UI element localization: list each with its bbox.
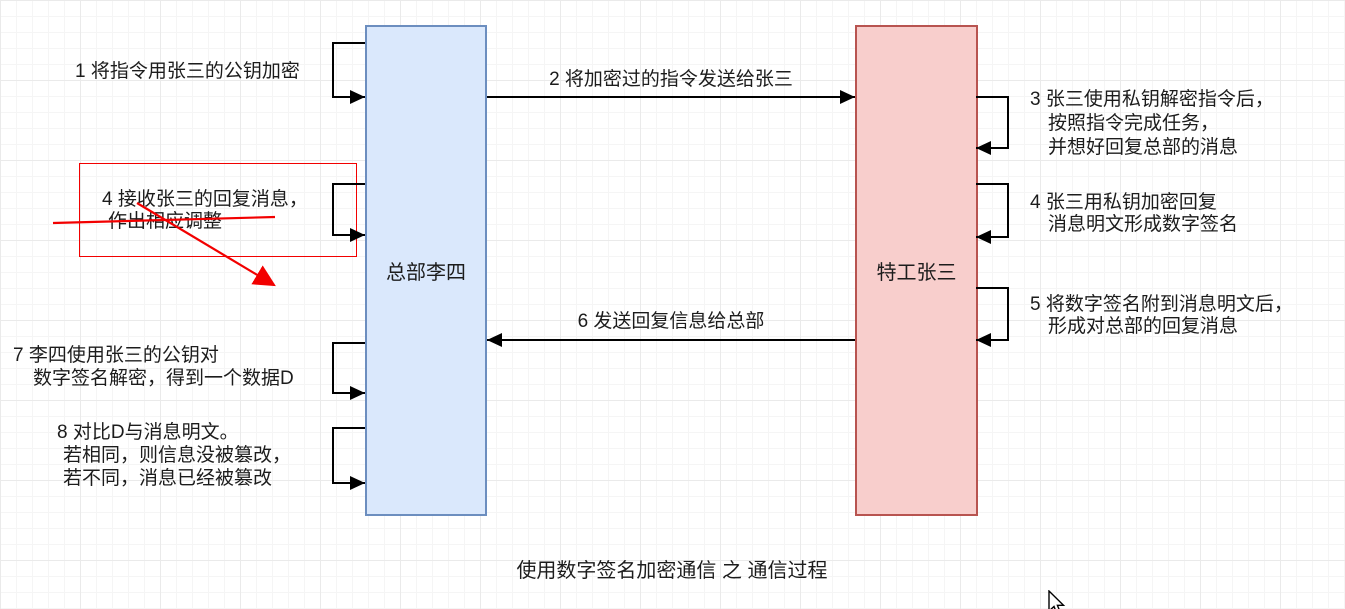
step4-right-self-loop-arrow[interactable] — [976, 183, 1009, 238]
actor-box-agent-zhangsan[interactable]: 特工张三 — [855, 25, 978, 516]
step1-label[interactable]: 1 将指令用张三的公钥加密 — [75, 61, 300, 82]
arrowhead-west-icon — [976, 230, 991, 244]
step5-self-loop-arrow[interactable] — [976, 287, 1009, 341]
actor-label-hq-lisi: 总部李四 — [386, 262, 466, 284]
actor-label-agent-zhangsan: 特工张三 — [876, 262, 957, 284]
arrowhead-east-icon — [350, 476, 365, 490]
step1-self-loop-arrow[interactable] — [332, 42, 365, 98]
diagram-title[interactable]: 使用数字签名加密通信 之 通信过程 — [516, 560, 828, 582]
arrowhead-west-icon — [487, 333, 502, 347]
step2-message-arrow[interactable] — [487, 96, 855, 98]
step6-message-arrow[interactable] — [487, 339, 855, 341]
arrowhead-west-icon — [976, 141, 991, 155]
step6-label[interactable]: 6 发送回复信息给总部 — [577, 311, 765, 332]
mouse-cursor-icon — [1048, 590, 1066, 609]
step4-crossed-self-loop-arrow[interactable] — [332, 183, 365, 236]
arrowhead-west-icon — [976, 333, 991, 347]
step7-self-loop-arrow[interactable] — [332, 342, 365, 394]
arrowhead-east-icon — [350, 386, 365, 400]
step5-label[interactable]: 5 将数字签名附到消息明文后， 形成对总部的回复消息 — [1030, 294, 1293, 337]
arrowhead-east-icon — [350, 228, 365, 242]
arrowhead-east-icon — [840, 90, 855, 104]
step8-label[interactable]: 8 对比D与消息明文。 若相同，则信息没被篡改， 若不同，消息已经被篡改 — [57, 422, 292, 489]
step8-self-loop-arrow[interactable] — [332, 427, 365, 484]
step3-label[interactable]: 3 张三使用私钥解密指令后， 按照指令完成任务， 并想好回复总部的消息 — [1030, 89, 1274, 158]
step7-label[interactable]: 7 李四使用张三的公钥对 数字签名解密，得到一个数据D — [13, 345, 294, 389]
step3-self-loop-arrow[interactable] — [976, 96, 1009, 149]
step2-label[interactable]: 2 将加密过的指令发送给张三 — [549, 69, 793, 90]
step4-right-label[interactable]: 4 张三用私钥加密回复 消息明文形成数字签名 — [1030, 192, 1239, 235]
actor-box-hq-lisi[interactable]: 总部李四 — [365, 25, 487, 516]
arrowhead-east-icon — [350, 90, 365, 104]
step4-crossed-label[interactable]: 4 接收张三的回复消息， 作出相应调整 — [102, 189, 308, 232]
